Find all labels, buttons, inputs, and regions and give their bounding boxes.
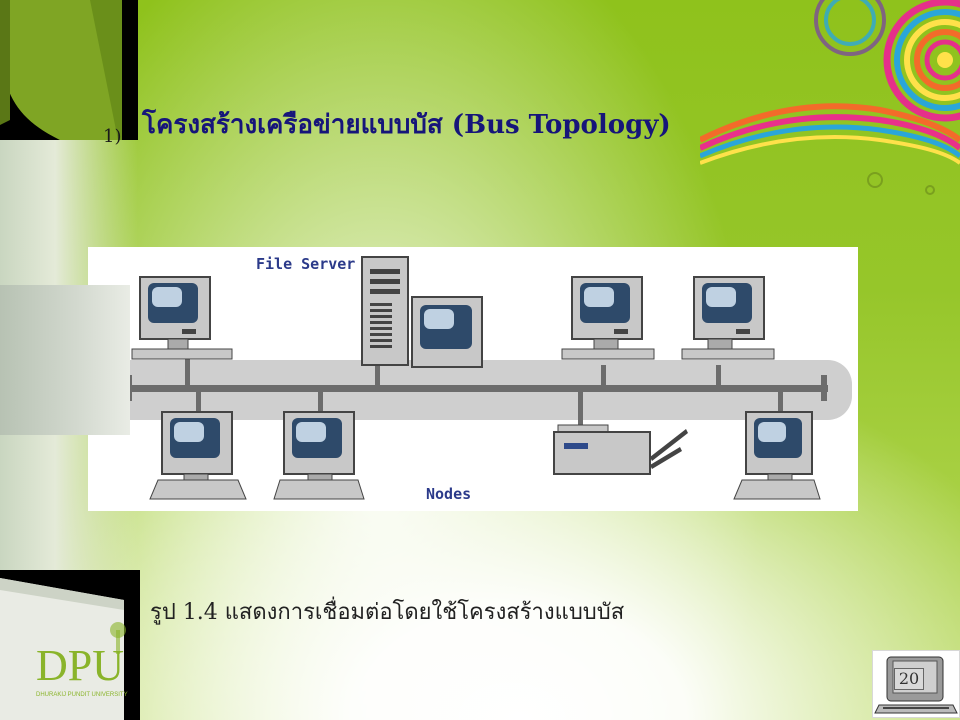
bus-topology-diagram: File Server Nodes	[88, 247, 858, 511]
computer-node-bottom-1	[149, 411, 247, 500]
file-server	[361, 256, 483, 368]
computer-node-bottom-3	[733, 411, 821, 500]
dpu-logo-subtext: DHURAKIJ PUNDIT UNIVERSITY	[36, 692, 128, 698]
printer-node	[553, 424, 688, 475]
computer-node-top-3	[681, 276, 775, 360]
decor-top-left	[0, 0, 138, 140]
section-number: 1)	[103, 126, 122, 147]
decor-swirls	[700, 0, 960, 195]
slide-title: โครงสร้างเครือข่ายแบบบัส (Bus Topology)	[142, 110, 671, 140]
page-number: 20	[894, 668, 924, 690]
computer-node-top-1	[131, 276, 233, 360]
left-panel-overlay	[0, 285, 130, 435]
dpu-logo-text: DPU	[36, 641, 124, 690]
figure-caption: รูป 1.4 แสดงการเชื่อมต่อโดยใช้โครงสร้างแ…	[150, 600, 625, 625]
nodes-label: Nodes	[426, 485, 471, 503]
computer-node-top-2	[561, 276, 655, 360]
dpu-logo-panel: DPU DHURAKIJ PUNDIT UNIVERSITY	[0, 570, 140, 720]
file-server-label: File Server	[256, 255, 355, 273]
computer-node-bottom-2	[273, 411, 365, 500]
